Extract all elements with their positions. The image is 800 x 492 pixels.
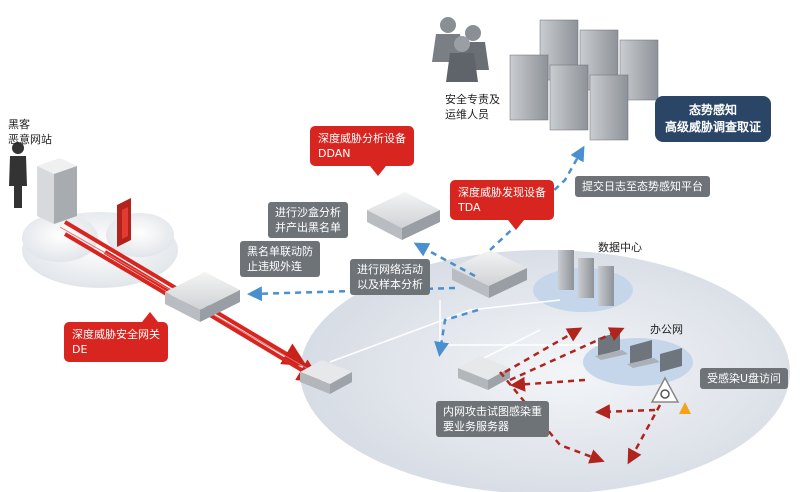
usb-note: 受感染U盘访问: [700, 368, 789, 389]
hacker-person-icon: [9, 142, 27, 208]
blacklist-note: 黑名单联动防止违规外连: [240, 241, 320, 277]
office-label: 办公网: [650, 323, 683, 336]
security-experts-icon: [432, 17, 489, 82]
dark-red-dashed-arrows: [499, 327, 662, 465]
enterprise-network-area: [300, 250, 790, 492]
tda-device: [452, 250, 527, 298]
situation-awareness-callout: 态势感知高级威胁调查取证: [655, 96, 772, 142]
intranet-attack-note: 内网攻击试图感染重要业务服务器: [436, 401, 549, 437]
network-activity-note: 进行网络活动以及样本分析: [350, 259, 430, 295]
firewall-icon: [117, 198, 131, 247]
datacenter-label: 数据中心: [598, 241, 642, 254]
ddan-device: [367, 192, 440, 240]
hacker-label: 黑客恶意网站: [8, 118, 52, 146]
experts-label: 安全专责及运维人员: [445, 93, 500, 121]
access-switch-icon: [458, 356, 510, 390]
sandbox-note: 进行沙盒分析并产出黑名单: [268, 202, 348, 238]
hacker-server-icon: [37, 158, 77, 224]
biohazard-warning-icon: [650, 376, 691, 414]
submit-log-note: 提交日志至态势感知平台: [575, 176, 710, 197]
core-switch-icon: [300, 360, 352, 394]
datacenter-servers-icon: [558, 250, 614, 306]
server-farm-icon: [509, 19, 659, 141]
de-gateway-device: [165, 272, 240, 322]
